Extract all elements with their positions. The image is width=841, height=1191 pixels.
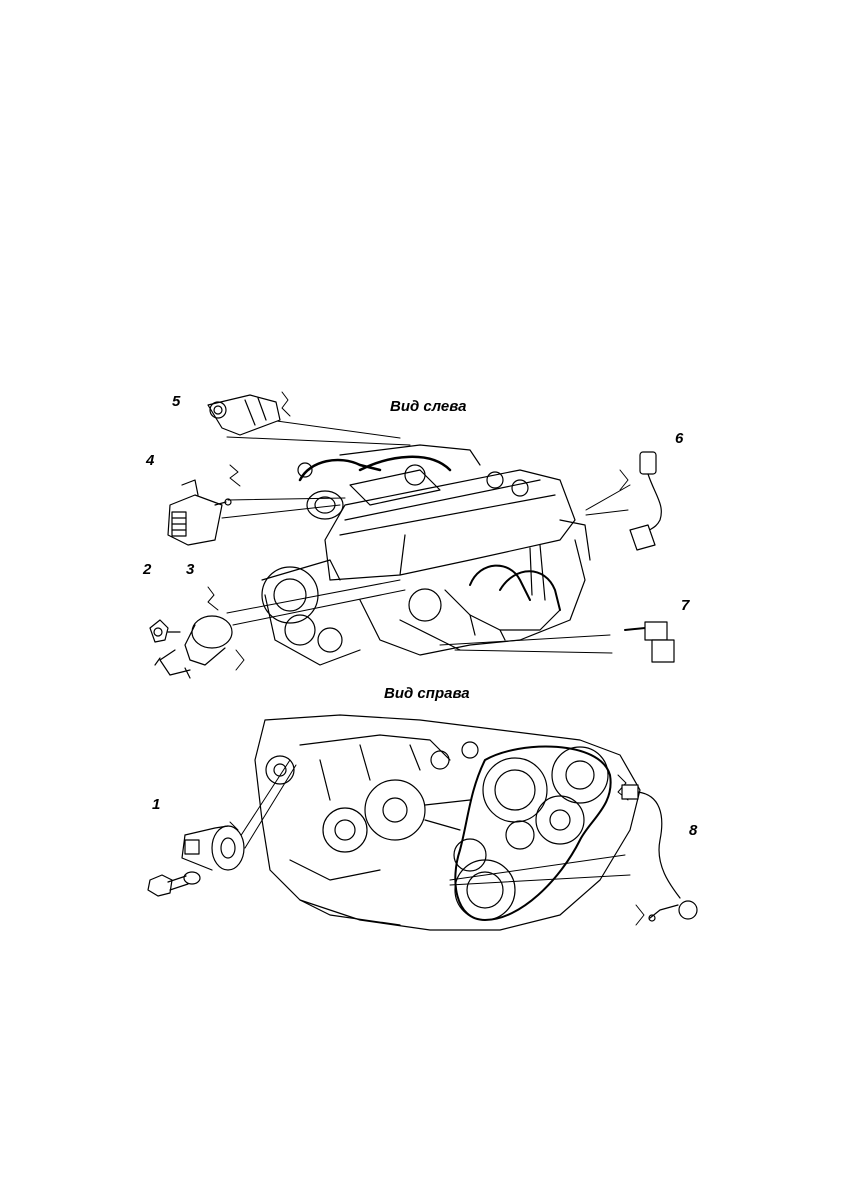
callout-3: 3 bbox=[186, 561, 194, 578]
sensor-2-temp bbox=[150, 620, 180, 642]
sensor-4-module bbox=[168, 480, 231, 545]
callout-1: 1 bbox=[152, 796, 160, 813]
engine-right-view bbox=[255, 715, 640, 930]
callout-4: 4 bbox=[146, 452, 154, 469]
view-title-left: Вид слева bbox=[390, 398, 466, 415]
view-title-right: Вид справа bbox=[384, 685, 470, 702]
engine-left-view bbox=[262, 445, 590, 665]
callout-5: 5 bbox=[172, 393, 180, 410]
sensor-1-knock bbox=[148, 826, 244, 896]
callout-2: 2 bbox=[143, 561, 151, 578]
callout-7: 7 bbox=[681, 597, 689, 614]
callout-6: 6 bbox=[675, 430, 683, 447]
sensor-7-coolant bbox=[625, 622, 674, 662]
sensor-6-cam bbox=[630, 452, 661, 550]
sensor-3-valve bbox=[155, 616, 232, 678]
sensor-5-pressure bbox=[208, 395, 280, 435]
callout-8: 8 bbox=[689, 822, 697, 839]
